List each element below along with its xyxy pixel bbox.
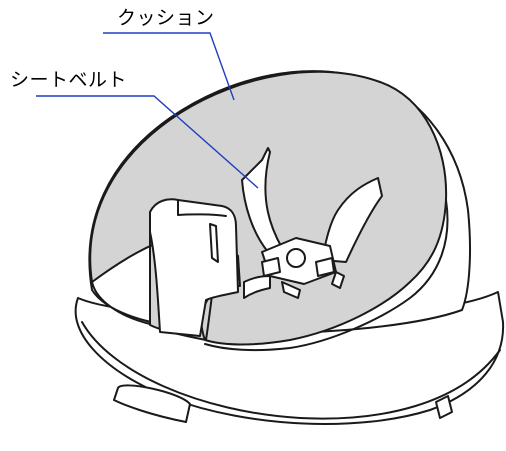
buckle-tongue [281, 281, 301, 299]
cushion-label: クッション [117, 7, 215, 29]
buckle-clip-left [261, 257, 281, 277]
lap-belt-left [243, 275, 271, 299]
leader-lines [36, 32, 259, 189]
buckle-button [286, 248, 306, 268]
leader-line-seat-belt [36, 95, 259, 189]
cushion-edge [91, 281, 151, 325]
lap-belt-right [331, 271, 345, 289]
leader-line-cushion [103, 32, 235, 101]
buckle-clip-right [315, 257, 335, 277]
seat-belt-label: シートベルト [10, 69, 128, 91]
base-side-notch [435, 395, 453, 419]
strap-right [321, 177, 383, 263]
base-front-handle [113, 384, 191, 423]
strap-left [241, 147, 283, 253]
cushion-edge-right [204, 199, 449, 352]
crotch-post-face [177, 199, 227, 217]
base-ring-bottom-edge [81, 321, 501, 420]
crotch-post-slot [209, 223, 219, 263]
